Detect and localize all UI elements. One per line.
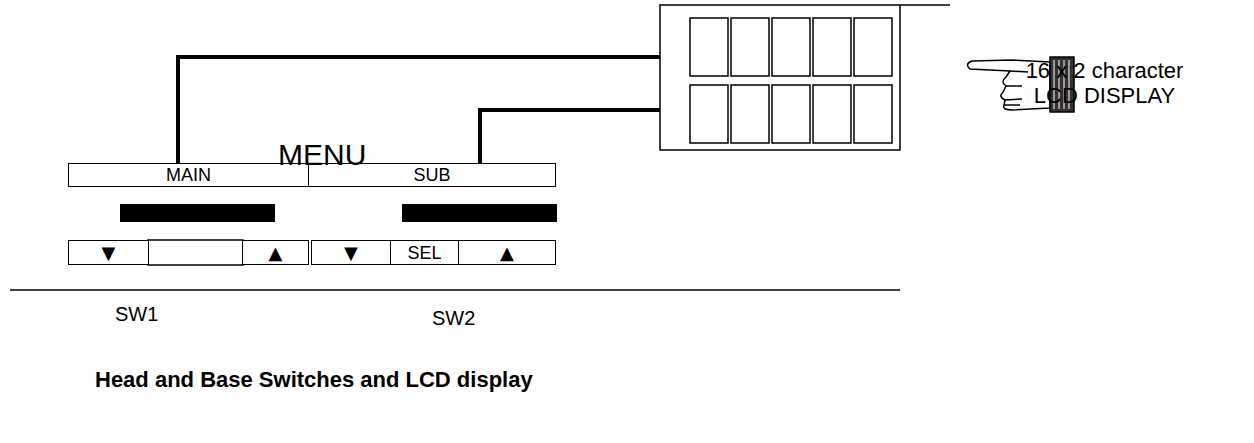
menu-heading: MENU — [278, 138, 366, 173]
button-cell: ▼ — [311, 240, 391, 265]
box-text: ▲ — [500, 244, 514, 262]
wire — [480, 110, 660, 163]
box-text: ▼ — [344, 244, 358, 262]
menu-box: MAIN — [68, 163, 309, 187]
button-cell: ▼ — [68, 240, 149, 265]
button-cell: ▲ — [458, 240, 556, 265]
switch-bar — [120, 204, 275, 222]
lcd-housing — [660, 5, 950, 150]
wire — [178, 57, 660, 163]
box-text: ▼ — [102, 244, 116, 262]
switch-bar — [402, 204, 557, 222]
switch-name: SW1 — [115, 303, 158, 326]
box-text: SEL — [407, 244, 441, 262]
box-text: ▲ — [269, 244, 283, 262]
button-cell — [148, 240, 243, 265]
box-text: SUB — [413, 166, 450, 184]
box-text: MAIN — [166, 166, 211, 184]
caption: Head and Base Switches and LCD display — [95, 367, 533, 392]
base-line — [10, 289, 900, 291]
button-cell: SEL — [390, 240, 459, 265]
display-label: 16 x 2 character LCD DISPLAY — [1002, 58, 1207, 109]
lcd-cells — [690, 18, 892, 143]
switch-name: SW2 — [432, 307, 475, 330]
button-cell: ▲ — [242, 240, 309, 265]
